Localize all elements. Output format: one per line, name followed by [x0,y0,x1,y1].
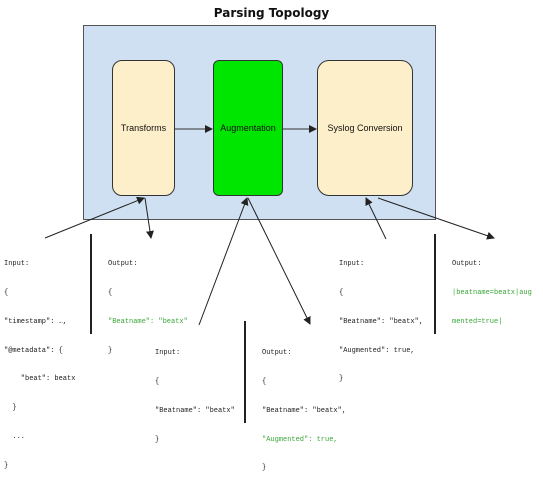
input-label: Input: [4,260,30,269]
code-line: |beatname=beatx|aug [452,288,532,297]
code-line: } [155,435,160,444]
output-block-transforms: Output: { "Beatname": "beatx" } [108,241,188,366]
arrow-syslog-to-output3 [377,197,495,240]
output-block-augmentation: Output: { "Beatname": "beatx", "Augmente… [262,330,346,484]
output-label: Output: [108,260,138,269]
arrow-input2-to-augmentation [198,197,249,326]
code-line: { [262,377,267,386]
input-block-augmentation: Input: { "Beatname": "beatx" } [155,330,235,455]
arrow-input1-to-transforms [44,196,145,239]
code-line: } [262,464,267,473]
separator-bar [434,234,436,334]
code-line: "Beatname": "beatx", [339,317,424,326]
code-line: "Beatname": "beatx" [108,317,188,326]
code-line: "Augmented": true, [339,346,415,355]
transforms-label: Transforms [120,123,167,133]
code-line: "Augmented": true, [262,435,338,444]
code-line: { [4,288,9,297]
code-line: "timestamp": …, [4,317,68,326]
code-line: } [108,346,113,355]
code-line: "Beatname": "beatx", [262,406,347,415]
syslog-conversion-label: Syslog Conversion [327,123,403,133]
transforms-node[interactable]: Transforms [112,60,175,196]
code-line: { [339,288,344,297]
code-line: "Beatname": "beatx" [155,406,235,415]
code-line: } [4,461,9,470]
code-line: ... [4,432,26,441]
code-line: { [155,377,160,386]
code-line: } [4,404,17,413]
output-label: Output: [262,349,292,358]
input-label: Input: [155,349,181,358]
arrow-augmentation-to-output2 [247,197,311,325]
code-line: } [339,375,344,384]
syslog-conversion-node[interactable]: Syslog Conversion [317,60,413,196]
output-block-syslog: Output: |beatname=beatx|aug mented=true| [452,241,532,337]
diagram-title: Parsing Topology [213,6,330,20]
code-line: { [108,288,113,297]
input-block-syslog: Input: { "Beatname": "beatx", "Augmented… [339,241,423,395]
code-line: mented=true| [452,317,503,326]
connector-lines [44,125,495,326]
separator-bar [244,321,246,423]
code-line: "@metadata": { [4,346,63,355]
arrow-transforms-to-output1 [144,197,154,239]
augmentation-node[interactable]: Augmentation [213,60,283,196]
input-block-transforms: Input: { "timestamp": …, "@metadata": { … [4,241,75,481]
code-line: "beat": beatx [4,375,76,384]
output-label: Output: [452,260,482,269]
input-label: Input: [339,260,365,269]
separator-bar [90,234,92,334]
arrow-input3-to-syslog [365,197,387,240]
augmentation-label: Augmentation [220,123,276,133]
